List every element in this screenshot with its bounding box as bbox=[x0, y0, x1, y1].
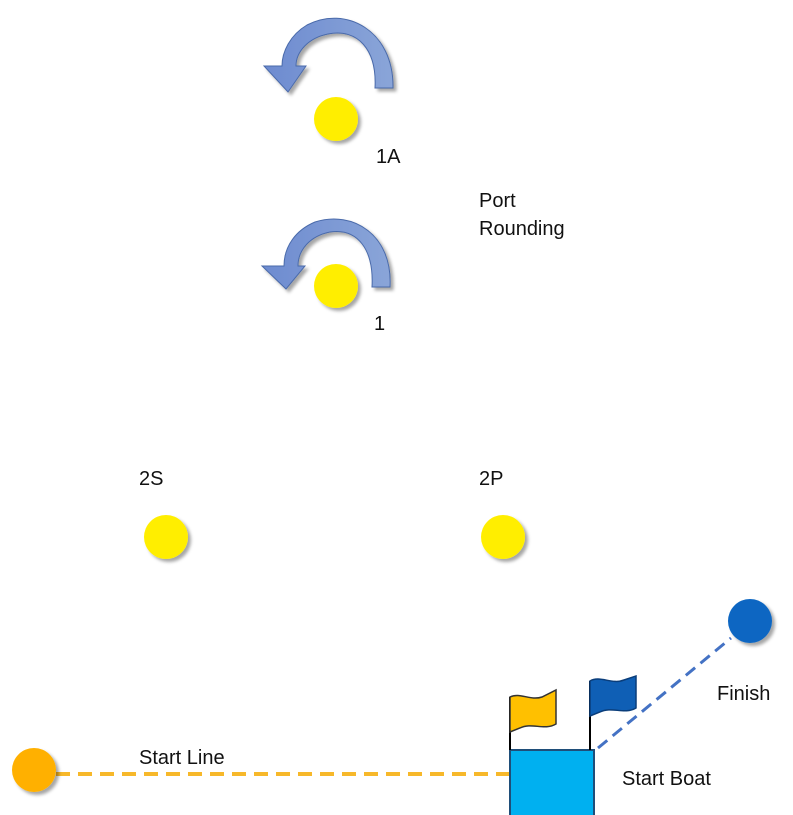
finish-mark bbox=[728, 599, 772, 643]
start-boat-label: Start Boat bbox=[622, 768, 711, 790]
finish-label: Finish bbox=[717, 683, 771, 705]
mark-1 bbox=[314, 264, 358, 308]
mark-1a-label: 1A bbox=[376, 146, 401, 168]
mark-2p bbox=[481, 515, 525, 559]
blue-flag-icon bbox=[589, 674, 637, 750]
start-pin-mark bbox=[12, 748, 56, 792]
start-line-label: Start Line bbox=[139, 747, 225, 769]
start-boat bbox=[509, 749, 595, 815]
mark-1a bbox=[314, 97, 358, 141]
mark-2s-label: 2S bbox=[139, 468, 164, 490]
orange-flag-icon bbox=[509, 688, 557, 750]
port-rounding-arrow-icon bbox=[260, 218, 391, 290]
mark-2p-label: 2P bbox=[479, 468, 504, 490]
port-rounding-label-line1: Port bbox=[479, 190, 516, 212]
mark-2s bbox=[144, 515, 188, 559]
finish-line bbox=[597, 636, 732, 750]
port-rounding-label-line2: Rounding bbox=[479, 218, 565, 240]
port-rounding-arrow-icon bbox=[262, 17, 394, 93]
mark-1-label: 1 bbox=[374, 313, 386, 335]
